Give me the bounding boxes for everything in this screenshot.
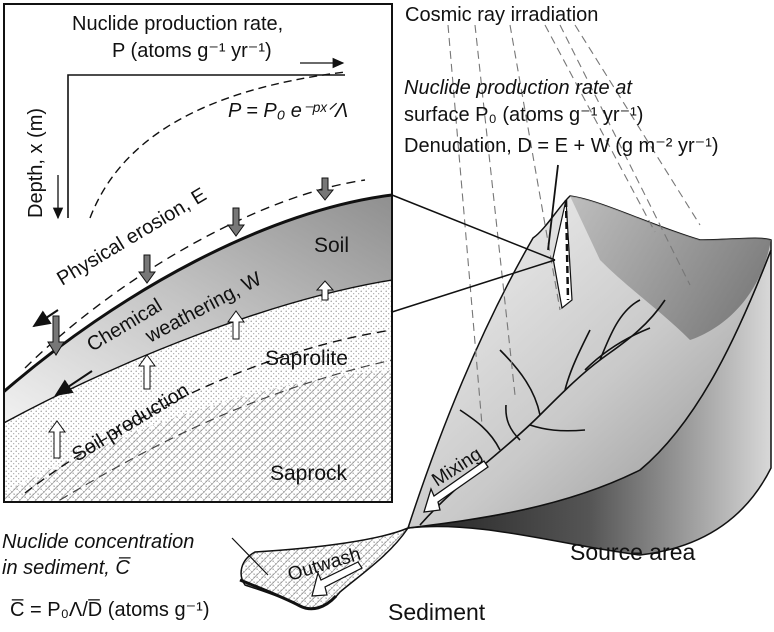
concentration-pointer	[231, 537, 269, 576]
concentration-label-line1: Nuclide concentration	[2, 531, 194, 553]
source-area-label: Source area	[570, 539, 696, 565]
outwash-arrow	[311, 561, 363, 597]
cosmic-ray-label: Cosmic ray irradiation	[405, 4, 598, 26]
concentration-label-line2: in sediment, C̅	[2, 556, 131, 579]
denudation-label: Denudation, D = E + W (g m⁻² yr⁻¹)	[404, 135, 719, 157]
soil-production-arrows	[48, 280, 335, 459]
inset-connector	[391, 194, 556, 313]
soil-label: Soil	[314, 234, 349, 257]
production-curve	[89, 71, 346, 219]
inset-axes	[67, 74, 345, 218]
soil-layer	[5, 195, 391, 423]
saprolite-layer	[5, 280, 391, 493]
cosmic-ray-lines	[447, 24, 701, 426]
mixing-arrow	[423, 460, 489, 513]
production-title-line1: Nuclide production rate,	[72, 13, 283, 35]
landscape-ridge	[570, 196, 771, 340]
sediment-label: Sediment	[388, 599, 486, 625]
downslope-arrows	[32, 309, 93, 397]
concentration-equation: C̅ = P₀Λ/D̅ (atoms g⁻¹)	[10, 598, 209, 621]
source-area-landscape: Mixing	[406, 195, 772, 556]
saprock-label: Saprock	[270, 462, 348, 485]
sediment-deposit: Outwash	[239, 526, 411, 611]
soil-profile-inset: Nuclide production rate, P (atoms g⁻¹ yr…	[3, 3, 393, 503]
denudation-pointer	[547, 164, 559, 251]
surface-rate-line2: surface P₀ (atoms g⁻¹ yr⁻¹)	[404, 104, 643, 126]
production-equation: P = P₀ e⁻ᵖˣᐟΛ	[228, 100, 348, 122]
depth-axis-label: Depth, x (m)	[25, 108, 47, 218]
saprolite-label: Saprolite	[265, 347, 348, 370]
surface-rate-line1: Nuclide production rate at	[404, 77, 633, 99]
production-title-line2: P (atoms g⁻¹ yr⁻¹)	[112, 40, 272, 62]
erosion-arrows	[47, 177, 335, 356]
saprock-layer	[5, 370, 391, 501]
